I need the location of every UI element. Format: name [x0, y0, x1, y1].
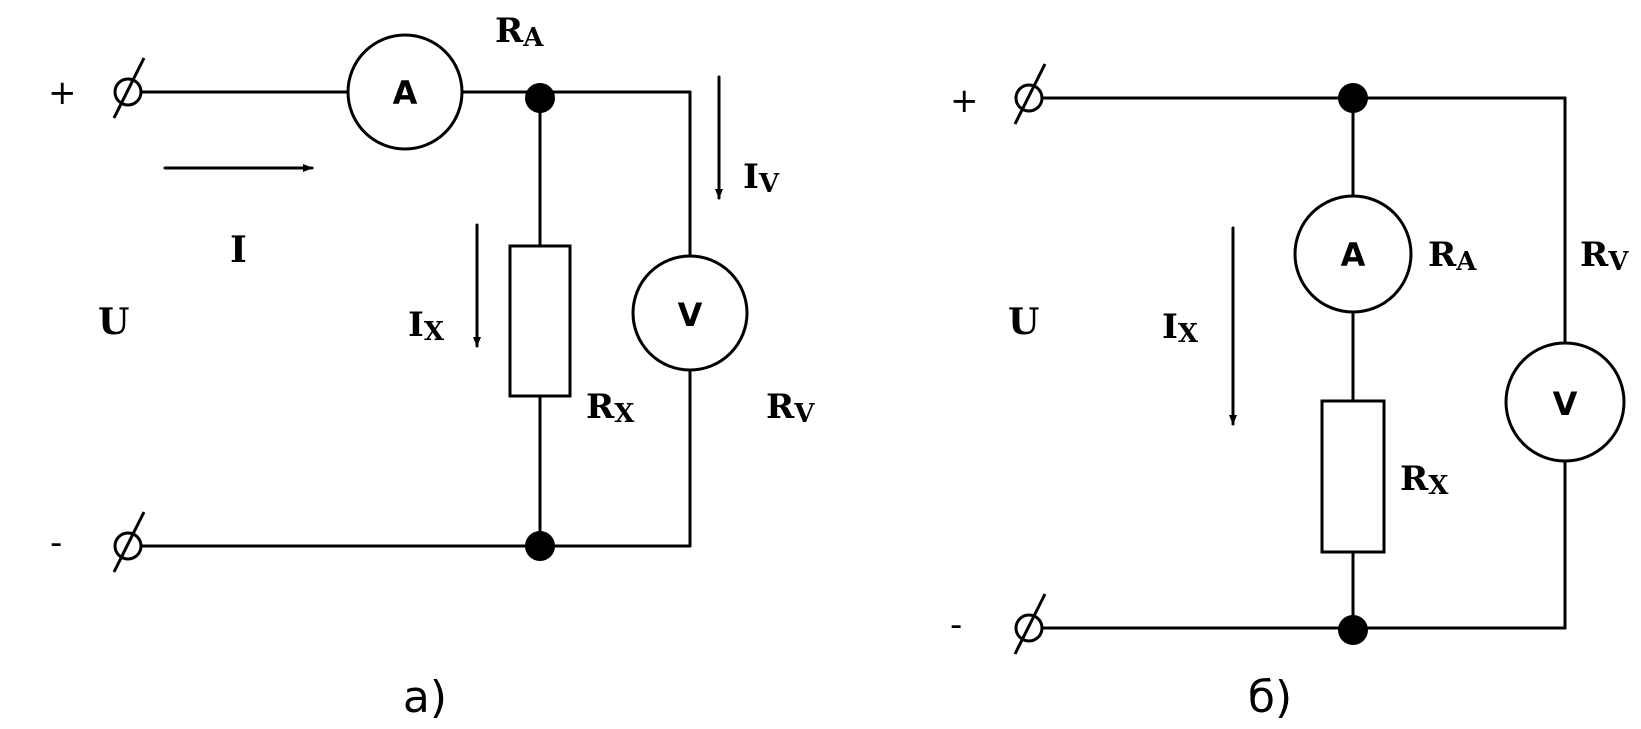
- resistor-rx-a: [508, 244, 572, 398]
- label-rv-b: RV: [1580, 235, 1629, 277]
- label-ix-a: IX: [408, 305, 445, 347]
- label-iv-a: IV: [743, 157, 780, 199]
- ammeter-b-symbol: A: [1341, 236, 1366, 274]
- label-rv-a: RV: [766, 387, 815, 429]
- ammeter-a-symbol: A: [393, 74, 418, 112]
- terminal-plus-b: [1013, 63, 1047, 125]
- ammeter-a: [346, 33, 464, 151]
- terminal-plus-a: [112, 57, 146, 119]
- label-rx-b: RX: [1400, 459, 1449, 501]
- label-ra-b: RA: [1428, 235, 1477, 277]
- label-u-b: U: [1008, 301, 1039, 343]
- label-i-a: I: [230, 229, 247, 271]
- minus-label-b: -: [950, 605, 962, 645]
- node-b-bottom: [1338, 615, 1368, 645]
- circuit-a: + - A V RA IV I U IX RX RV а): [48, 11, 815, 723]
- terminal-minus-a: [112, 511, 146, 573]
- voltmeter-a-symbol: V: [678, 296, 703, 334]
- plus-label-b: +: [950, 81, 979, 121]
- minus-label-a: -: [50, 523, 62, 563]
- node-b-top: [1338, 83, 1368, 113]
- voltmeter-b-symbol: V: [1553, 385, 1578, 423]
- node-a-bottom: [525, 531, 555, 561]
- voltmeter-a: [631, 254, 749, 372]
- resistor-rx-b: [1320, 399, 1386, 554]
- label-rx-a: RX: [586, 387, 635, 429]
- caption-a: а): [403, 672, 447, 723]
- node-a-top: [525, 83, 555, 113]
- label-ix-b: IX: [1162, 307, 1199, 349]
- plus-label-a: +: [48, 73, 77, 113]
- ammeter-b: [1293, 194, 1413, 314]
- circuit-b: + - A V RA RV U IX RX б): [950, 63, 1629, 723]
- label-ra-a: RA: [495, 11, 544, 53]
- label-u-a: U: [98, 301, 129, 343]
- terminal-minus-b: [1013, 593, 1047, 655]
- caption-b: б): [1248, 672, 1292, 723]
- voltmeter-b: [1504, 341, 1626, 463]
